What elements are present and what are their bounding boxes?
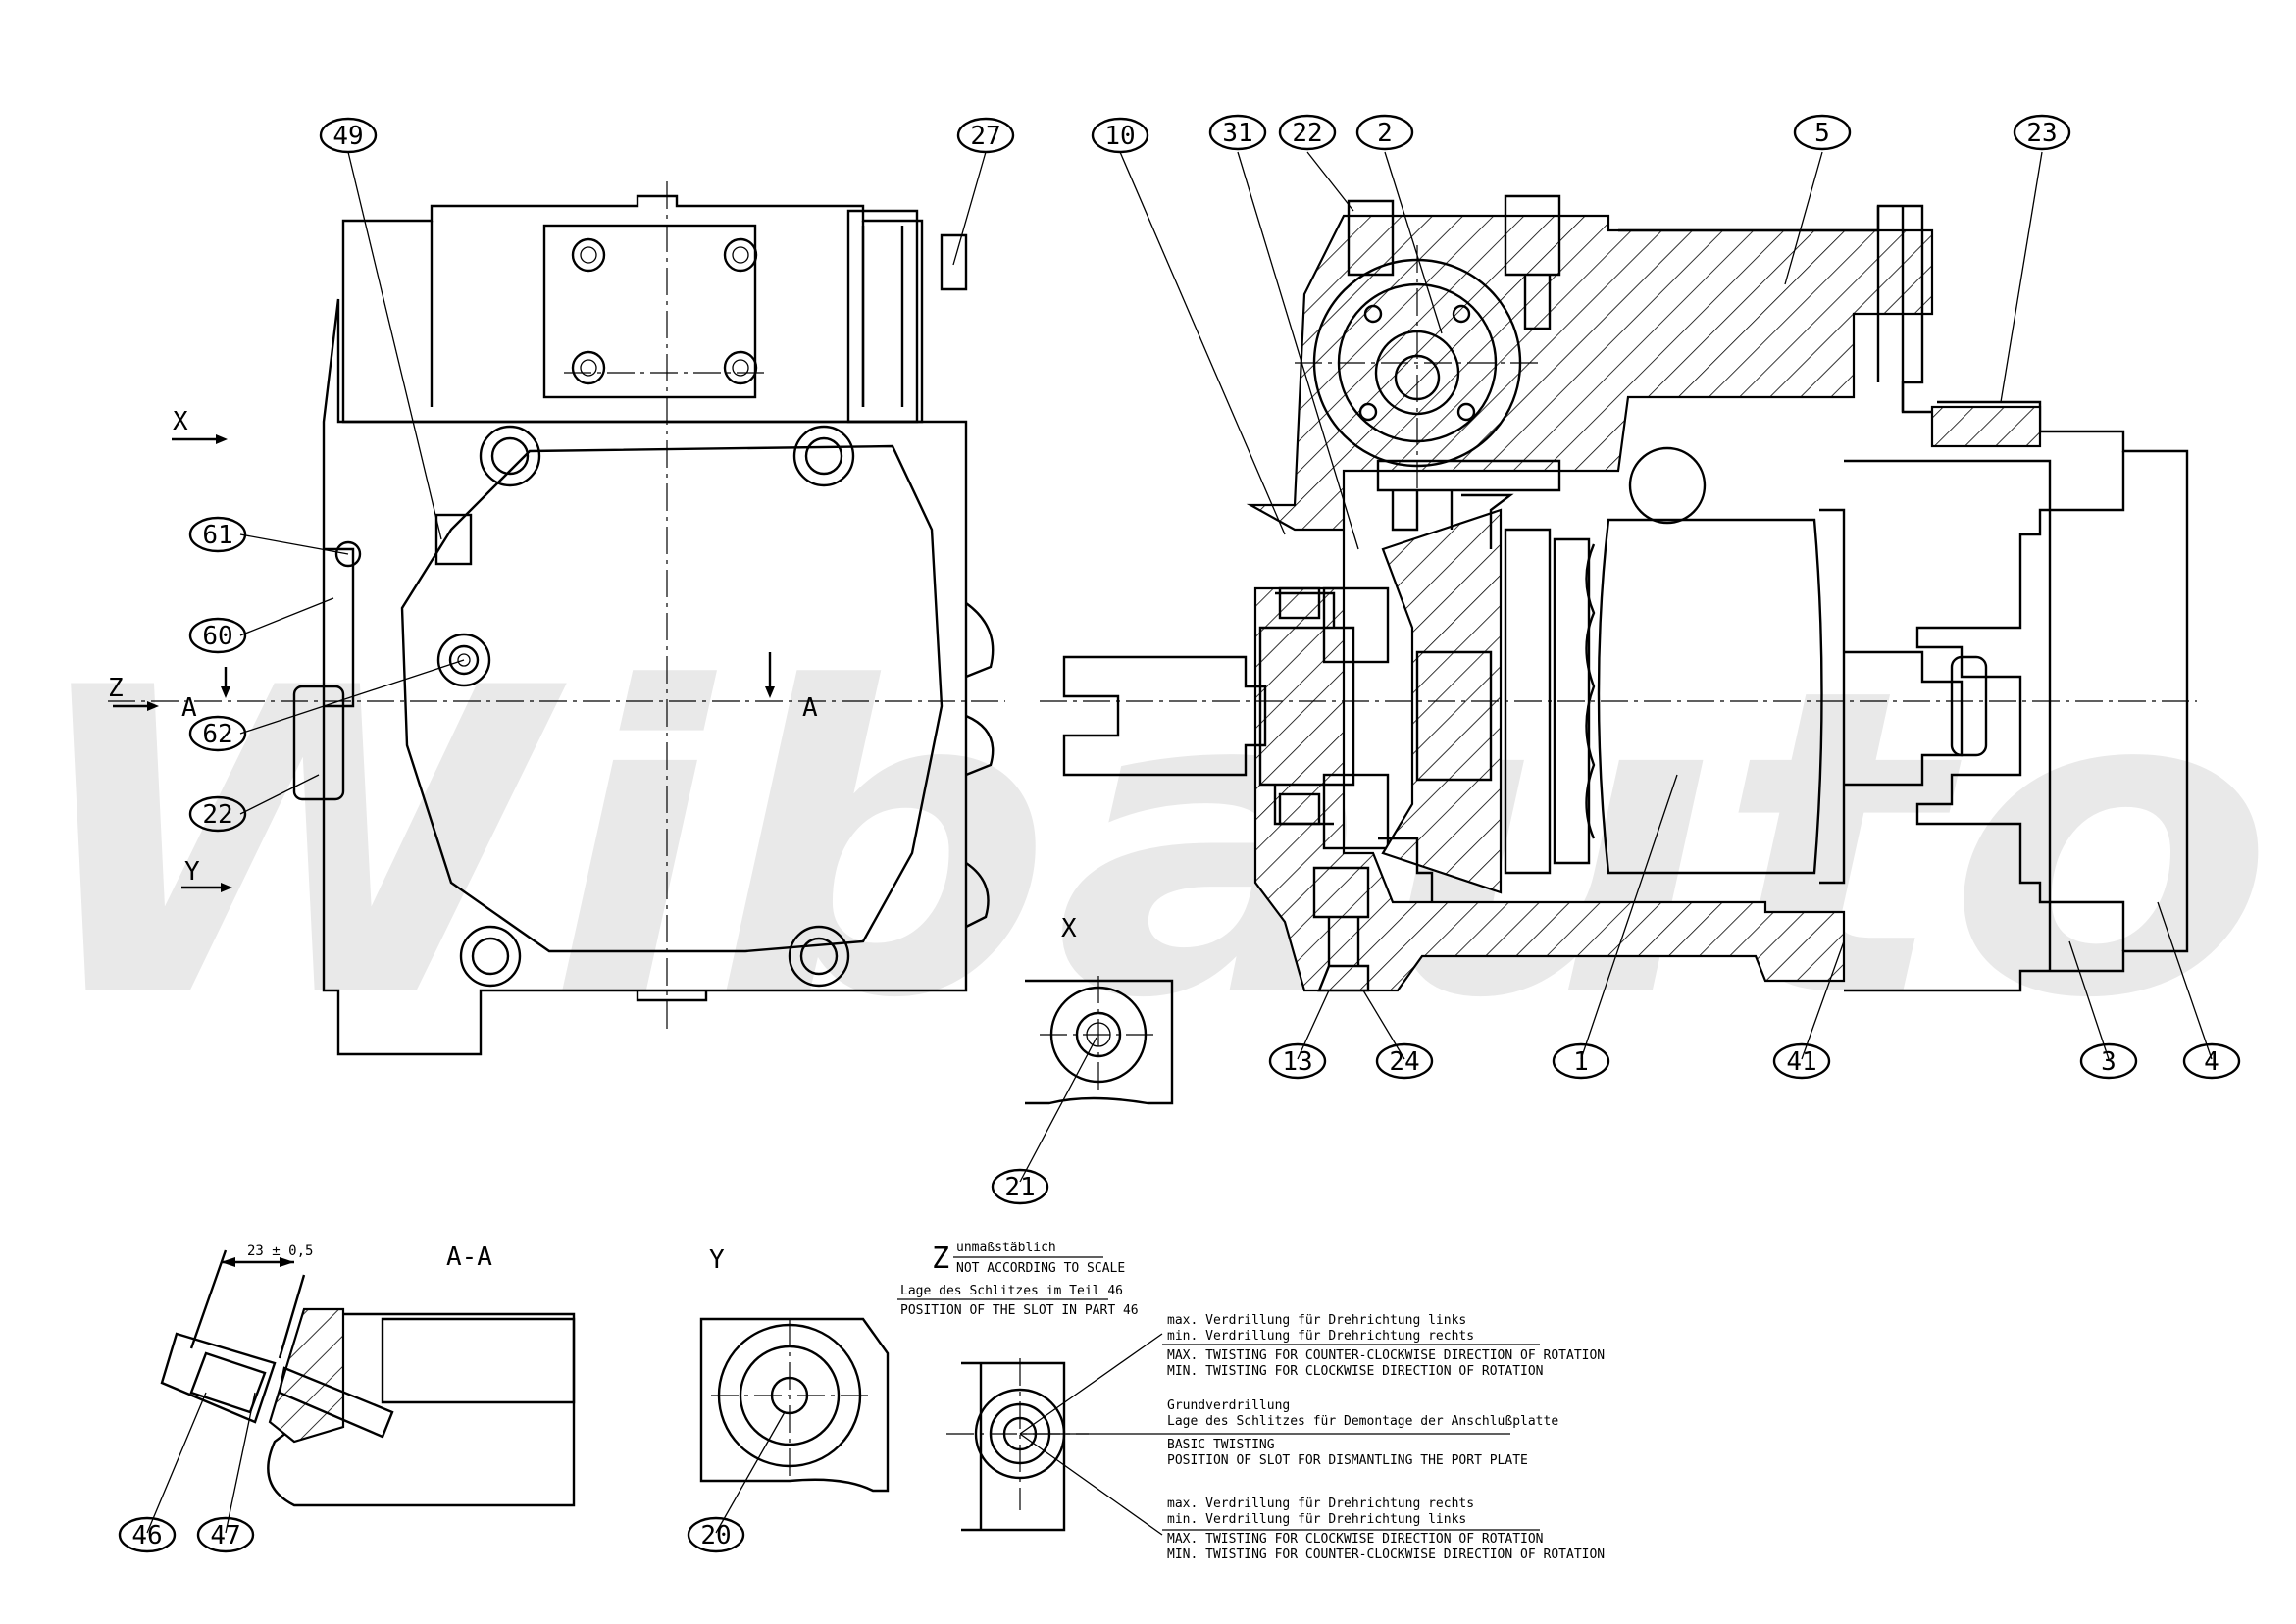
svg-text:1: 1: [1573, 1047, 1589, 1077]
svg-text:Lage des Schlitzes für Demonta: Lage des Schlitzes für Demontage der Ans…: [1167, 1414, 1558, 1429]
mark-a-left: A: [181, 693, 197, 723]
svg-text:MIN. TWISTING FOR CLOCKWISE DI: MIN. TWISTING FOR CLOCKWISE DIRECTION OF…: [1167, 1364, 1544, 1379]
mark-y: Y: [184, 857, 200, 887]
balloon-1: 1: [1552, 1042, 1610, 1080]
svg-text:27: 27: [970, 122, 1000, 151]
balloon-22-left: 22: [188, 795, 247, 833]
balloon-61: 61: [188, 516, 247, 553]
svg-text:24: 24: [1389, 1047, 1419, 1077]
twist-note-top: max. Verdrillung für Drehrichtung links …: [1162, 1313, 1605, 1379]
balloon-23: 23: [2013, 114, 2071, 151]
svg-text:61: 61: [202, 521, 232, 550]
scale-note-en: NOT ACCORDING TO SCALE: [956, 1261, 1125, 1276]
balloon-10: 10: [1091, 117, 1149, 154]
balloon-5: 5: [1793, 114, 1852, 151]
view-z-title: Z: [932, 1242, 949, 1276]
view-y-title: Y: [709, 1245, 725, 1275]
leader-lines: [146, 151, 2213, 1534]
section-aa-title: A-A: [446, 1243, 492, 1272]
balloon-27: 27: [956, 117, 1015, 154]
balloon-4: 4: [2182, 1042, 2241, 1080]
svg-text:22: 22: [202, 800, 232, 830]
mark-a-right: A: [802, 693, 818, 723]
mark-x: X: [173, 407, 188, 436]
svg-text:22: 22: [1292, 119, 1322, 148]
svg-text:min. Verdrillung für Drehricht: min. Verdrillung für Drehrichtung rechts: [1167, 1329, 1474, 1344]
svg-text:62: 62: [202, 720, 232, 749]
svg-text:3: 3: [2101, 1047, 2117, 1077]
balloon-21: 21: [991, 1168, 1049, 1205]
svg-text:20: 20: [700, 1521, 731, 1550]
view-x-title: X: [1061, 914, 1077, 943]
svg-text:Grundverdrillung: Grundverdrillung: [1167, 1398, 1290, 1413]
svg-text:2: 2: [1377, 119, 1393, 148]
balloon-47: 47: [196, 1516, 255, 1553]
svg-text:23: 23: [2026, 119, 2057, 148]
view-z: Z unmaßstäblich NOT ACCORDING TO SCALE L…: [897, 1241, 1605, 1562]
svg-text:max. Verdrillung für Drehricht: max. Verdrillung für Drehrichtung links: [1167, 1313, 1466, 1328]
balloon-31: 31: [1208, 114, 1267, 151]
balloon-22-top: 22: [1278, 114, 1337, 151]
svg-text:21: 21: [1004, 1173, 1035, 1202]
balloon-24: 24: [1375, 1042, 1434, 1080]
watermark: Wibauto: [20, 600, 2275, 1091]
item-balloons: 49 27 10 31 22 2 5 23 61 60 62 22 13 24 …: [118, 114, 2241, 1553]
svg-text:49: 49: [332, 122, 363, 151]
svg-text:4: 4: [2204, 1047, 2219, 1077]
balloon-62: 62: [188, 715, 247, 752]
svg-text:POSITION OF SLOT FOR DISMANTLI: POSITION OF SLOT FOR DISMANTLING THE POR…: [1167, 1453, 1528, 1468]
section-view: [1040, 194, 2197, 992]
slot-note-en: POSITION OF THE SLOT IN PART 46: [900, 1303, 1139, 1318]
section-marks: X Z A A Y: [108, 407, 818, 892]
svg-text:31: 31: [1222, 119, 1252, 148]
balloon-46: 46: [118, 1516, 177, 1553]
balloon-41: 41: [1772, 1042, 1831, 1080]
view-x-detail: X: [1025, 914, 1174, 1105]
balloon-13: 13: [1268, 1042, 1327, 1080]
svg-text:47: 47: [210, 1521, 240, 1550]
balloon-60: 60: [188, 617, 247, 654]
svg-text:60: 60: [202, 622, 232, 651]
balloon-2: 2: [1355, 114, 1414, 151]
svg-text:MAX. TWISTING FOR COUNTER-CLOC: MAX. TWISTING FOR COUNTER-CLOCKWISE DIRE…: [1167, 1348, 1605, 1363]
balloon-49: 49: [319, 117, 378, 154]
svg-text:5: 5: [1814, 119, 1830, 148]
twist-note-middle: Grundverdrillung Lage des Schlitzes für …: [1162, 1398, 1558, 1468]
front-view: [108, 181, 1005, 1056]
svg-text:MIN. TWISTING FOR COUNTER-CLOC: MIN. TWISTING FOR COUNTER-CLOCKWISE DIRE…: [1167, 1548, 1605, 1562]
svg-text:BASIC TWISTING: BASIC TWISTING: [1167, 1438, 1275, 1452]
svg-text:13: 13: [1282, 1047, 1312, 1077]
twist-note-bottom: max. Verdrillung für Drehrichtung rechts…: [1162, 1497, 1605, 1562]
svg-text:min. Verdrillung für Drehricht: min. Verdrillung für Drehrichtung links: [1167, 1512, 1466, 1527]
mark-z: Z: [108, 674, 124, 703]
section-aa: A-A 23 ± 0,5: [160, 1243, 576, 1507]
balloon-20: 20: [687, 1516, 745, 1553]
svg-text:41: 41: [1786, 1047, 1816, 1077]
slot-note-de: Lage des Schlitzes im Teil 46: [900, 1284, 1123, 1298]
svg-text:46: 46: [131, 1521, 162, 1550]
svg-text:max. Verdrillung für Drehricht: max. Verdrillung für Drehrichtung rechts: [1167, 1497, 1474, 1511]
scale-note-de: unmaßstäblich: [956, 1241, 1056, 1255]
svg-text:MAX. TWISTING FOR CLOCKWISE DI: MAX. TWISTING FOR CLOCKWISE DIRECTION OF…: [1167, 1532, 1544, 1547]
view-y: Y: [699, 1245, 890, 1493]
dimension-label: 23 ± 0,5: [247, 1243, 313, 1259]
balloon-3: 3: [2079, 1042, 2138, 1080]
svg-text:10: 10: [1104, 122, 1135, 151]
